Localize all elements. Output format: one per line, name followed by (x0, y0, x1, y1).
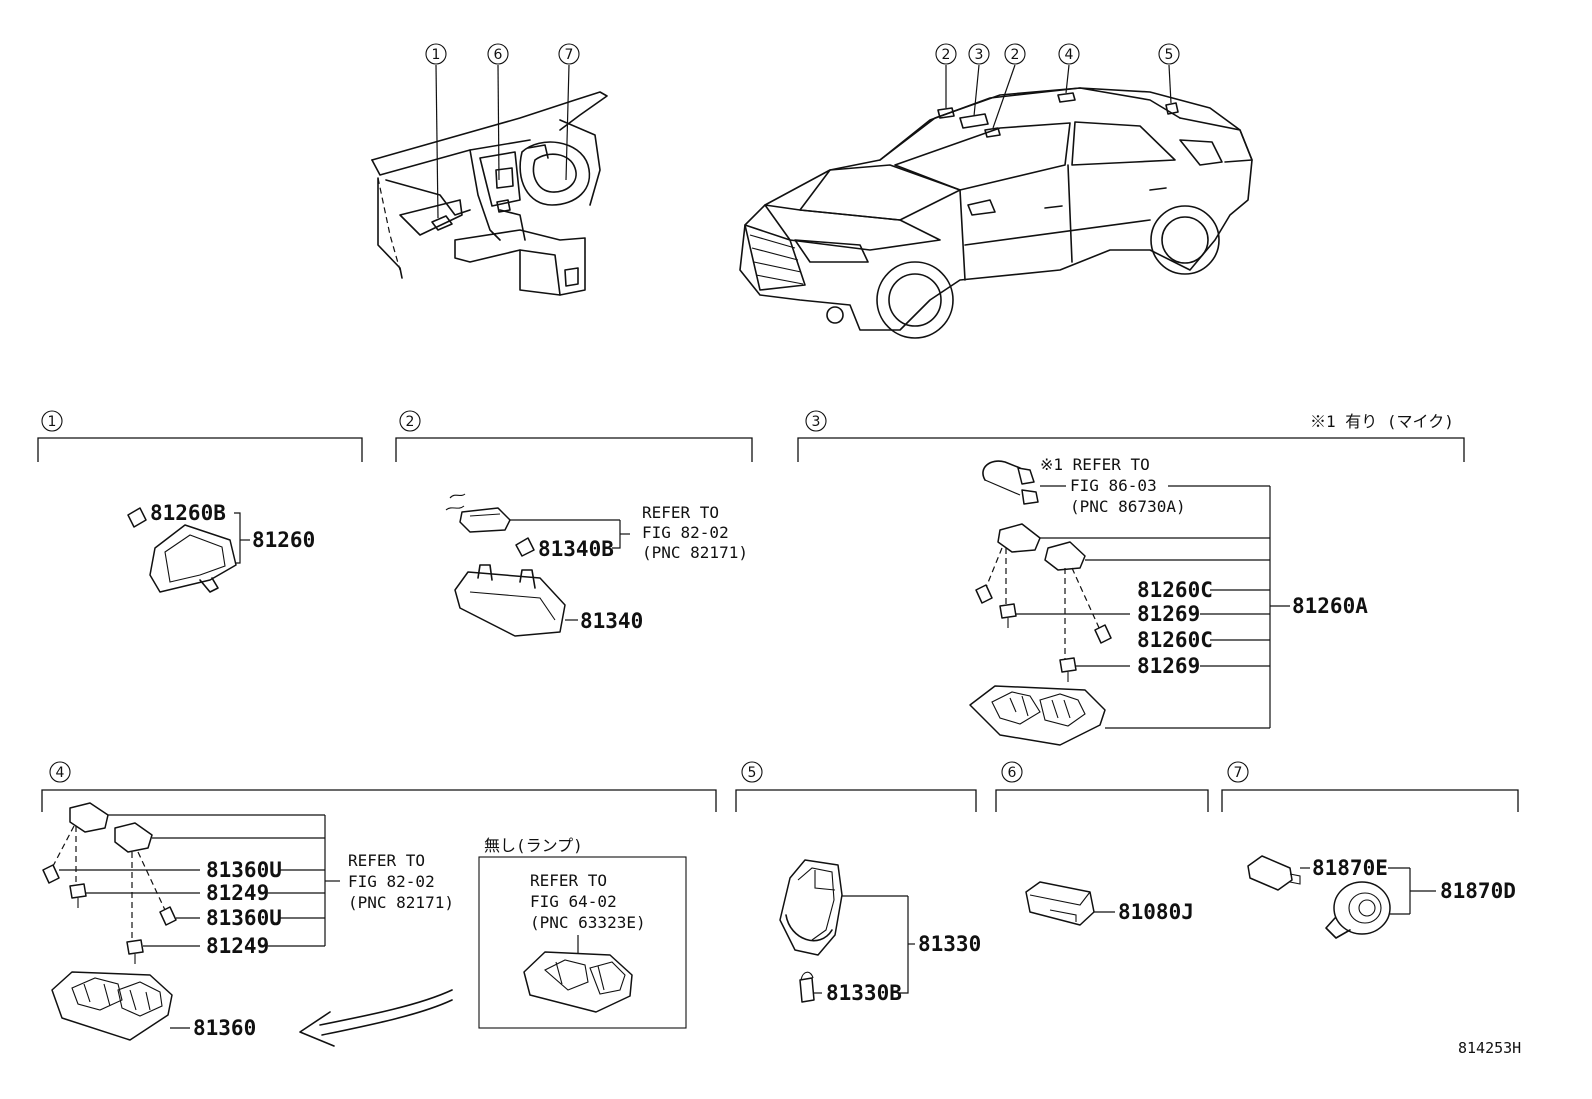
svg-text:81269: 81269 (1137, 602, 1200, 626)
svg-text:5: 5 (1165, 47, 1174, 63)
svg-text:81249: 81249 (206, 881, 269, 905)
svg-text:81260B: 81260B (150, 501, 226, 525)
bulb-icon (515, 537, 535, 557)
svg-text:81340B: 81340B (538, 537, 614, 561)
lens-right-icon (1044, 541, 1086, 571)
svg-text:2: 2 (942, 47, 951, 63)
car-callout-leaders (945, 64, 1172, 129)
svg-text:81269: 81269 (1137, 654, 1200, 678)
lens-right-icon (114, 822, 153, 853)
socket-icon (999, 603, 1017, 619)
lens-left-icon (69, 802, 109, 833)
svg-text:FIG 64-02: FIG 64-02 (530, 892, 617, 911)
svg-text:81870D: 81870D (1440, 879, 1516, 903)
svg-text:81360U: 81360U (206, 906, 282, 930)
svg-text:6: 6 (1008, 765, 1017, 781)
section-5: 5 81330 81330B (735, 761, 981, 1005)
svg-text:※1 有り (マイク): ※1 有り (マイク) (1310, 412, 1454, 431)
callout-1: 1 (425, 43, 447, 65)
trunk-lamp-icon (779, 859, 843, 956)
bulb-icon (159, 906, 177, 926)
courtesy-lamp-icon (149, 524, 237, 593)
microphone-icon (1017, 467, 1035, 485)
callout-7: 7 (558, 43, 580, 65)
svg-text:81249: 81249 (206, 934, 269, 958)
bulb-icon (975, 584, 993, 604)
svg-text:REFER TO: REFER TO (530, 871, 607, 890)
svg-text:81340: 81340 (580, 609, 643, 633)
bulb-icon (1094, 624, 1112, 644)
svg-text:(PNC 82171): (PNC 82171) (642, 543, 748, 562)
svg-text:81260: 81260 (252, 528, 315, 552)
section-4: 4 81360U 81249 81360U 81249 (41, 761, 717, 1047)
luggage-lamp-icon (454, 571, 566, 637)
socket-icon (1059, 657, 1077, 673)
svg-text:※1 REFER TO: ※1 REFER TO (1040, 455, 1150, 474)
svg-text:3: 3 (975, 47, 984, 63)
svg-text:3: 3 (812, 414, 821, 430)
socket-icon (69, 883, 87, 899)
svg-text:FIG 82-02: FIG 82-02 (642, 523, 729, 542)
svg-text:81260A: 81260A (1292, 594, 1368, 618)
svg-text:6: 6 (494, 47, 503, 63)
dashboard-callout-leaders (435, 64, 570, 219)
socket-icon (459, 507, 511, 533)
bulb-icon (42, 864, 60, 884)
svg-text:81330: 81330 (918, 932, 981, 956)
svg-text:2: 2 (406, 414, 415, 430)
car-illustration (739, 87, 1253, 339)
svg-text:7: 7 (1234, 765, 1243, 781)
callout-5: 5 (1158, 43, 1180, 65)
svg-text:5: 5 (748, 765, 757, 781)
svg-text:4: 4 (56, 765, 65, 781)
callout-6: 6 (487, 43, 509, 65)
console-lamp-icon (1025, 881, 1095, 926)
alternate-lamp-box (478, 856, 687, 1029)
svg-text:7: 7 (565, 47, 574, 63)
svg-text:81260C: 81260C (1137, 628, 1213, 652)
bulb-icon (127, 507, 147, 528)
ring-lamp-icon (1333, 881, 1391, 935)
svg-text:81330B: 81330B (826, 981, 902, 1005)
room-lamp-icon (51, 971, 173, 1041)
svg-text:2: 2 (1011, 47, 1020, 63)
svg-text:81260C: 81260C (1137, 578, 1213, 602)
svg-text:無し(ランプ): 無し(ランプ) (484, 836, 583, 855)
bulb-icon (799, 977, 815, 1003)
svg-text:FIG 86-03: FIG 86-03 (1070, 476, 1157, 495)
callout-2a: 2 (935, 43, 957, 65)
alternate-lamp-icon (523, 951, 633, 1013)
svg-text:FIG 82-02: FIG 82-02 (348, 872, 435, 891)
map-lamp-housing-icon (969, 685, 1106, 746)
section-7: 7 81870E 81870D (1221, 761, 1519, 939)
svg-text:81080J: 81080J (1118, 900, 1194, 924)
callout-3: 3 (968, 43, 990, 65)
svg-text:1: 1 (432, 47, 441, 63)
figure-id: 814253H (1458, 1039, 1521, 1057)
svg-text:1: 1 (48, 414, 57, 430)
svg-text:(PNC 63323E): (PNC 63323E) (530, 913, 646, 932)
callout-4: 4 (1058, 43, 1080, 65)
svg-text:(PNC 86730A): (PNC 86730A) (1070, 497, 1186, 516)
svg-text:81360U: 81360U (206, 858, 282, 882)
switch-icon (1247, 855, 1293, 891)
section-3: 3 ※1 有り (マイク) ※1 REFER TO FIG 86-03 (PNC… (797, 410, 1465, 746)
socket-icon (126, 939, 144, 955)
lens-left-icon (997, 523, 1041, 553)
dashboard-illustration (371, 91, 608, 296)
svg-text:REFER TO: REFER TO (642, 503, 719, 522)
svg-text:81870E: 81870E (1312, 856, 1388, 880)
svg-text:81360: 81360 (193, 1016, 256, 1040)
svg-text:REFER TO: REFER TO (348, 851, 425, 870)
svg-text:4: 4 (1065, 47, 1074, 63)
callout-2b: 2 (1004, 43, 1026, 65)
section-6: 6 81080J (995, 761, 1209, 926)
section-2: 2 81340B REFER TO FIG 82-02 (PNC 82171) … (395, 410, 753, 637)
section-1: 1 81260B 81260 (37, 410, 363, 593)
svg-text:(PNC 82171): (PNC 82171) (348, 893, 454, 912)
